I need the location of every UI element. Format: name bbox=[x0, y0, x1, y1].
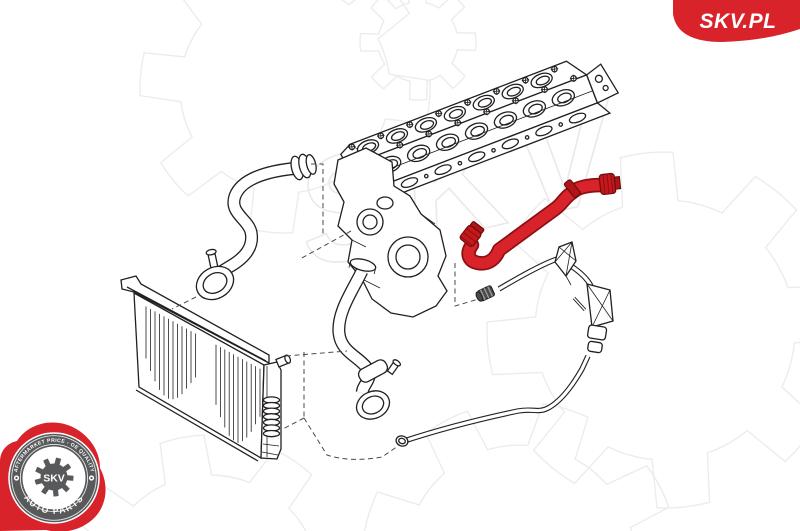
hose-clamp bbox=[586, 324, 608, 341]
hose-branch-nipple bbox=[205, 248, 219, 270]
radiator-fins bbox=[145, 306, 261, 443]
badge-gear-icon bbox=[34, 457, 74, 497]
red-hose-left-fitting bbox=[459, 221, 485, 248]
skv-auto-parts-badge: AFTERMARKET PRICE - OE QUALITY AUTO PART… bbox=[0, 422, 106, 531]
pipe-top-flange bbox=[348, 258, 377, 275]
badge-center-text: SKV bbox=[43, 473, 65, 485]
hose-bracket-upper bbox=[554, 241, 577, 278]
logo-text: SKV.PL bbox=[700, 10, 777, 33]
gear-watermark-icon bbox=[486, 151, 800, 509]
expansion-hose-drawing bbox=[395, 241, 614, 447]
gear-watermark-icon bbox=[73, 434, 313, 531]
assembly-dashed-lines bbox=[171, 163, 483, 460]
radiator-tank-ribs bbox=[262, 396, 281, 438]
gear-watermark-icon bbox=[359, 0, 477, 101]
pipe-connector-end bbox=[355, 390, 391, 420]
gear-watermark-icon bbox=[139, 0, 431, 234]
logo-background bbox=[673, 0, 800, 42]
hose-bracket-lower bbox=[586, 283, 614, 328]
gear-watermark-icon bbox=[364, 402, 670, 531]
barbed-fitting bbox=[475, 285, 495, 302]
radiator-inlet-fitting bbox=[275, 354, 292, 368]
pipe-clamp bbox=[357, 359, 389, 383]
lower-coolant-pipe-drawing bbox=[332, 258, 402, 420]
radiator-drawing bbox=[120, 275, 292, 462]
pipe-nipple bbox=[386, 359, 402, 376]
hose-connector-end bbox=[195, 265, 235, 301]
upper-radiator-hose-drawing bbox=[195, 153, 317, 301]
highlighted-hose-part bbox=[459, 172, 622, 271]
red-hose-right-fitting bbox=[598, 172, 622, 195]
red-hose-clamp bbox=[563, 179, 581, 199]
skv-logo: SKV.PL bbox=[673, 0, 800, 42]
